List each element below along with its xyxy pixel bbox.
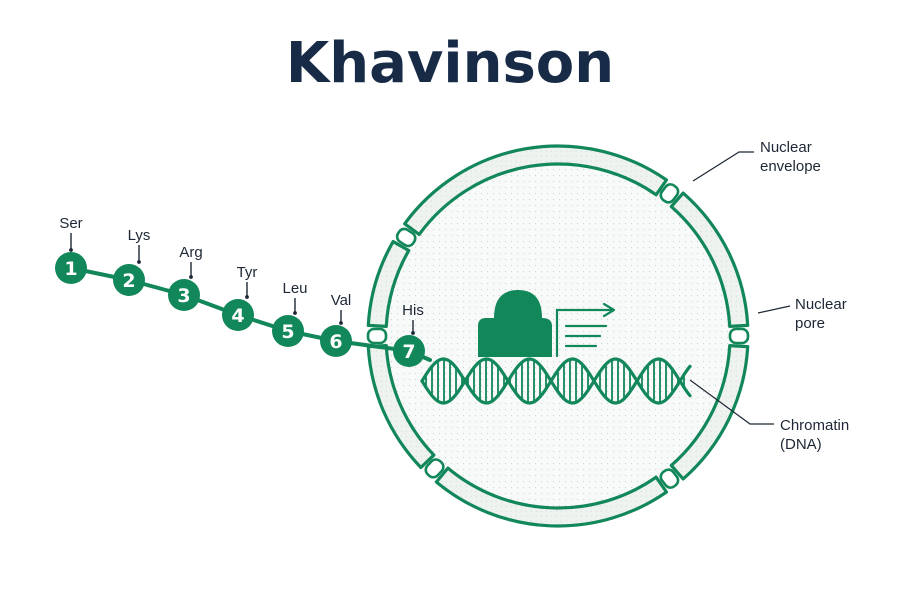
residue-val: 6 Val: [320, 292, 352, 357]
callout-label-chromatin-1: Chromatin: [780, 417, 849, 434]
envelope-segment: [434, 466, 669, 528]
nuclear-pore: [424, 458, 445, 479]
callout-chromatin: Chromatin (DNA): [689, 379, 849, 453]
callout-label-envelope-1: Nuclear: [760, 139, 812, 156]
nuclear-pore: [728, 327, 750, 345]
callout-label-envelope-2: envelope: [760, 158, 821, 175]
envelope-segment: [366, 239, 411, 328]
nuclear-pore: [395, 227, 417, 248]
nuclear-pore: [366, 327, 388, 345]
residue-arg: 3 Arg: [168, 244, 203, 311]
callout-label-pore-1: Nuclear: [795, 296, 847, 313]
nuclear-pore: [659, 183, 680, 204]
residue-name: His: [402, 302, 424, 319]
callout-nuclear-envelope: Nuclear envelope: [692, 139, 821, 182]
envelope-segment: [366, 344, 436, 470]
residue-number: 5: [281, 321, 294, 343]
residue-lys: 2 Lys: [113, 227, 150, 296]
residue-number: 3: [177, 285, 190, 307]
residue-name: Lys: [128, 227, 151, 244]
chromatin-dna-helix: [420, 357, 692, 405]
residue-name: Leu: [282, 280, 307, 297]
residue-number: 4: [231, 305, 244, 327]
residue-number: 2: [122, 270, 135, 292]
peptide-chain: 1 Ser 2 Lys 3 Arg 4 Tyr 5 Leu 6 Val 7 His: [55, 215, 432, 367]
residue-name: Tyr: [237, 264, 258, 281]
residue-tyr: 4 Tyr: [222, 264, 257, 331]
residue-name: Ser: [59, 215, 82, 232]
residue-name: Arg: [179, 244, 202, 261]
callout-nuclear-pore: Nuclear pore: [757, 296, 847, 332]
nuclear-envelope: [366, 144, 750, 528]
page-title: Khavinson: [286, 31, 614, 96]
residue-name: Val: [331, 292, 352, 309]
residue-ser: 1 Ser: [55, 215, 87, 284]
envelope-segment: [669, 191, 750, 328]
residue-his: 7 His: [393, 302, 425, 367]
protein-complex-icon: [478, 290, 552, 357]
nuclear-pore: [659, 468, 680, 489]
residue-number: 6: [329, 331, 342, 353]
nuclear-pores: [366, 183, 750, 489]
envelope-segment: [403, 144, 669, 237]
callout-label-chromatin-2: (DNA): [780, 436, 822, 453]
residue-number: 7: [402, 341, 415, 363]
residue-number: 1: [64, 258, 77, 280]
envelope-segment: [669, 344, 750, 481]
dna-strand-1: [420, 357, 692, 405]
dna-strand-2: [420, 357, 692, 405]
residue-leu: 5 Leu: [272, 280, 308, 347]
transcription-arrow-icon: [555, 302, 616, 358]
callout-label-pore-2: pore: [795, 315, 825, 332]
